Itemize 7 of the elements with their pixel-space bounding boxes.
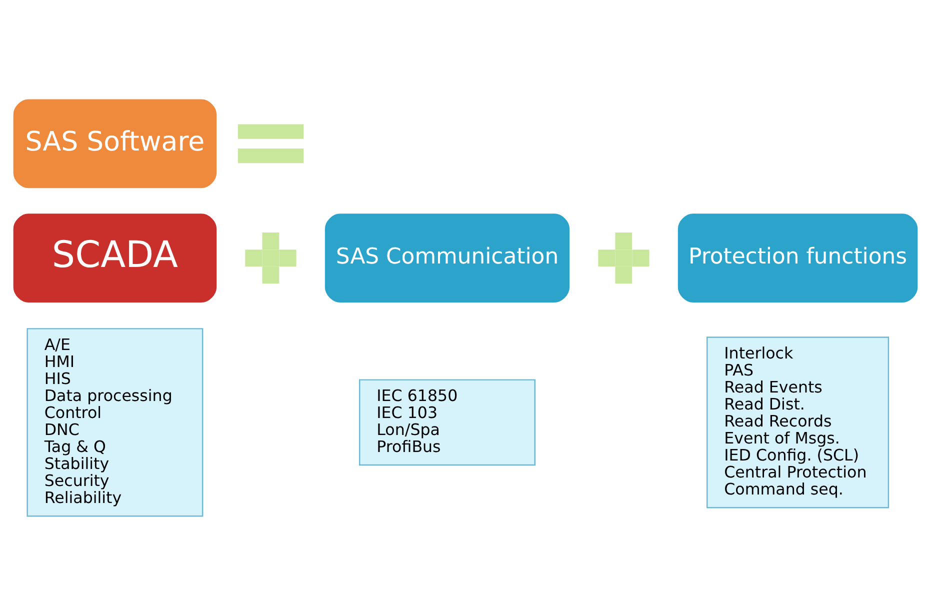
node-box: IEC 61850 IEC 103 Lon/Spa ProfiBus	[358, 378, 535, 466]
node-box: SAS Software	[12, 98, 216, 188]
node-box: Protection functions	[677, 213, 918, 302]
node-box: A/E HMI HIS Data processing Control DNC Tag & Q Stability Security Reliability	[26, 328, 203, 516]
node-box: SCADA	[12, 213, 216, 302]
node-box: SAS Communication	[324, 213, 570, 302]
node-box: Interlock PAS Read Events Read Dist. Read Records Event of Msgs. IED Config. (SCL) Central Protection Command seq.	[706, 336, 889, 508]
